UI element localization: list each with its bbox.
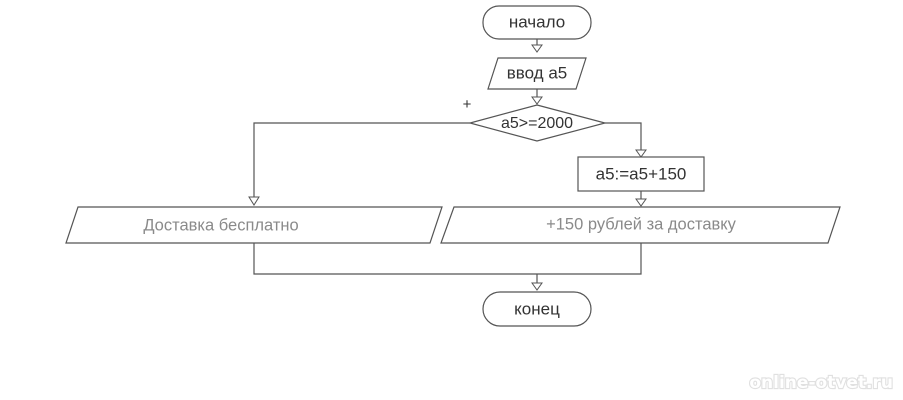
process-label: а5:=а5+150: [596, 164, 687, 183]
input-label: ввод а5: [507, 63, 568, 82]
arrowheads: [248, 44, 647, 291]
connector-merge: [253, 243, 642, 275]
start-node: начало: [482, 5, 592, 40]
end-terminator-shape: [482, 291, 592, 327]
input-parallelogram-shape: [487, 57, 587, 90]
output-no-parallelogram-shape: [440, 206, 841, 244]
start-label: начало: [509, 12, 565, 31]
arrowhead-to-input: [531, 44, 543, 53]
connector-decision-yes: [253, 122, 470, 199]
connector-decision-no: [605, 122, 642, 152]
output-no-label: +150 рублей за доставку: [546, 215, 737, 233]
decision-yes-sign: +: [463, 96, 472, 113]
arrowhead-to-decision: [531, 96, 543, 105]
start-terminator-shape: [482, 5, 592, 40]
process-node: а5:=а5+150: [577, 156, 705, 192]
arrowhead-to-process: [635, 149, 647, 158]
output-no-node: +150 рублей за доставку: [440, 206, 841, 244]
arrowhead-to-output-no: [635, 198, 647, 207]
end-label: конец: [514, 299, 560, 318]
output-yes-label: Доставка бесплатно: [143, 216, 298, 234]
watermark-text: online-otvet.ru: [749, 373, 893, 393]
decision-diamond-shape: [467, 104, 608, 142]
input-node: ввод а5: [487, 57, 587, 90]
connectors: [253, 38, 642, 285]
output-yes-node: Доставка бесплатно: [65, 206, 443, 244]
process-rect-shape: [577, 156, 705, 192]
end-node: конец: [482, 291, 592, 327]
arrowhead-to-end: [531, 282, 543, 291]
output-yes-parallelogram-shape: [65, 206, 443, 244]
decision-node: а5>=2000 +: [463, 96, 608, 142]
decision-label: а5>=2000: [501, 115, 573, 132]
arrowhead-to-output-yes: [248, 196, 260, 206]
